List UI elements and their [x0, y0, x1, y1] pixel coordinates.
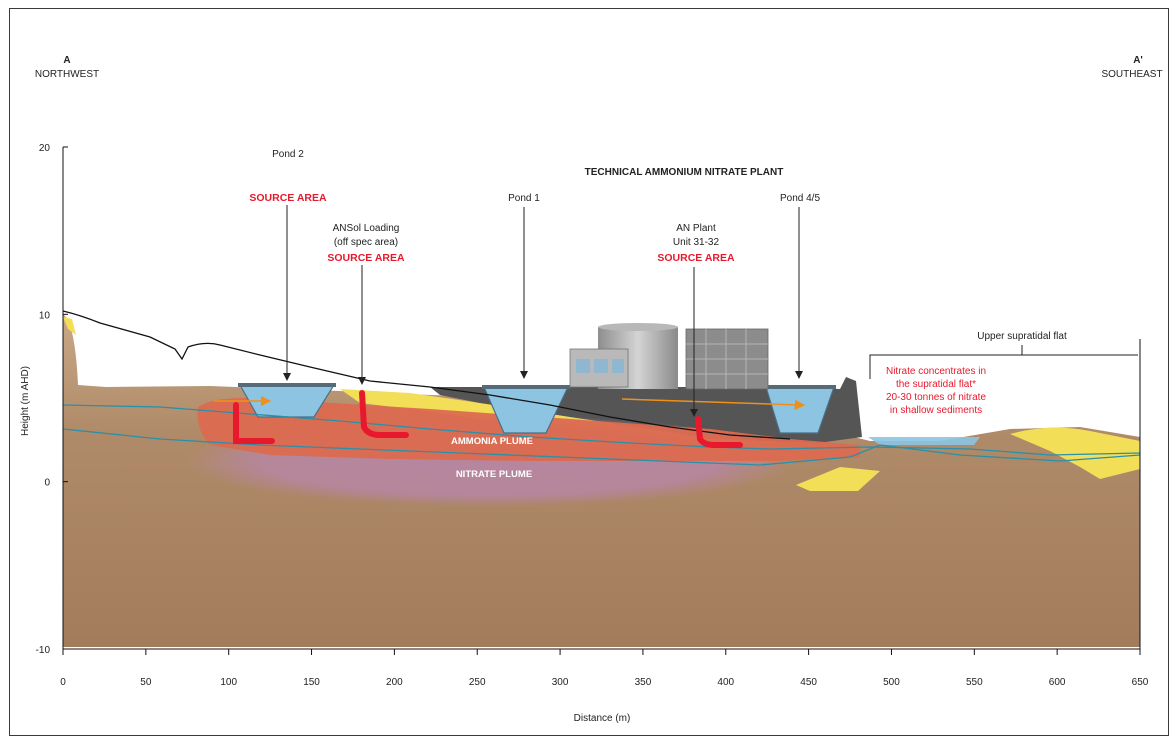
section-end-letter: A'	[1133, 55, 1143, 66]
x-tick-label: 650	[1132, 677, 1149, 688]
x-tick-label: 500	[883, 677, 900, 688]
section-end-direction: SOUTHEAST	[1101, 69, 1162, 80]
plant-tank-top	[598, 323, 678, 331]
anplant-label-line1: AN Plant	[676, 223, 716, 234]
ammonia-plume-label: AMMONIA PLUME	[451, 436, 533, 447]
x-tick-label: 600	[1049, 677, 1066, 688]
plant-building-grid-lines	[686, 329, 768, 389]
x-tick-label: 0	[60, 677, 66, 688]
flow-arrow-plant	[621, 398, 806, 411]
pond-4-5-rim	[764, 385, 836, 389]
y-tick-label: 20	[39, 143, 51, 154]
y-tick-label: -10	[36, 645, 51, 656]
x-tick-label: 50	[140, 677, 152, 688]
ansol-label-line2: (off spec area)	[334, 237, 398, 248]
nitrate-note-line2: the supratidal flat*	[896, 379, 976, 390]
x-tick-label: 300	[552, 677, 569, 688]
plant-window-3	[612, 359, 624, 373]
plant-window-2	[594, 359, 608, 373]
nitrate-note-line3: 20-30 tonnes of nitrate	[886, 392, 987, 403]
anplant-label-line2: Unit 31-32	[673, 237, 720, 248]
anplant-source-label: SOURCE AREA	[657, 252, 735, 264]
plant-window-1	[576, 359, 590, 373]
pond1-label: Pond 1	[508, 193, 540, 204]
x-tick-label: 400	[717, 677, 734, 688]
supratidal-label: Upper supratidal flat	[977, 331, 1067, 342]
x-tick-label: 200	[386, 677, 403, 688]
pond-2-rim	[238, 383, 336, 387]
supratidal-bracket	[869, 354, 1138, 379]
water-table-lower	[62, 428, 1141, 466]
x-tick-label: 350	[635, 677, 652, 688]
x-axis-ticks: 0 50 100 150 200 250 300 350 400 450 500 550 600 650	[60, 649, 1149, 688]
x-tick-label: 250	[469, 677, 486, 688]
nitrate-note-line1: Nitrate concentrates in	[886, 366, 986, 377]
section-start-direction: NORTHWEST	[35, 69, 99, 80]
water-table-upper	[62, 404, 1141, 456]
x-tick-label: 100	[220, 677, 237, 688]
x-tick-label: 550	[966, 677, 983, 688]
source-arrow-pond2	[233, 402, 275, 444]
x-tick-label: 450	[800, 677, 817, 688]
plant-title: TECHNICAL AMMONIUM NITRATE PLANT	[585, 167, 784, 178]
ansol-label-line1: ANSol Loading	[333, 223, 400, 234]
source-arrow-ansol	[359, 390, 409, 438]
y-axis-ticks: 20 10 0 -10	[36, 143, 68, 656]
y-tick-label: 0	[44, 478, 50, 489]
x-axis-label: Distance (m)	[574, 713, 631, 724]
ansol-source-label: SOURCE AREA	[327, 252, 405, 264]
pond-1-rim	[482, 385, 570, 389]
pond2-label: Pond 2	[272, 149, 304, 160]
sand-lens-east	[1010, 427, 1140, 479]
ground-surface-line	[62, 310, 791, 440]
sand-lens-west	[63, 317, 76, 335]
section-start-letter: A	[63, 55, 70, 66]
sand-lens-lower	[796, 467, 880, 491]
tidal-water	[868, 437, 980, 445]
y-tick-label: 10	[39, 310, 51, 321]
y-axis-label: Height (m AHD)	[20, 366, 31, 436]
pond2-source-label: SOURCE AREA	[249, 192, 327, 204]
source-arrow-anplant	[695, 416, 743, 448]
nitrate-note-line4: in shallow sediments	[890, 405, 982, 416]
pond45-label: Pond 4/5	[780, 193, 820, 204]
nitrate-plume-label: NITRATE PLUME	[456, 469, 532, 480]
x-tick-label: 150	[303, 677, 320, 688]
